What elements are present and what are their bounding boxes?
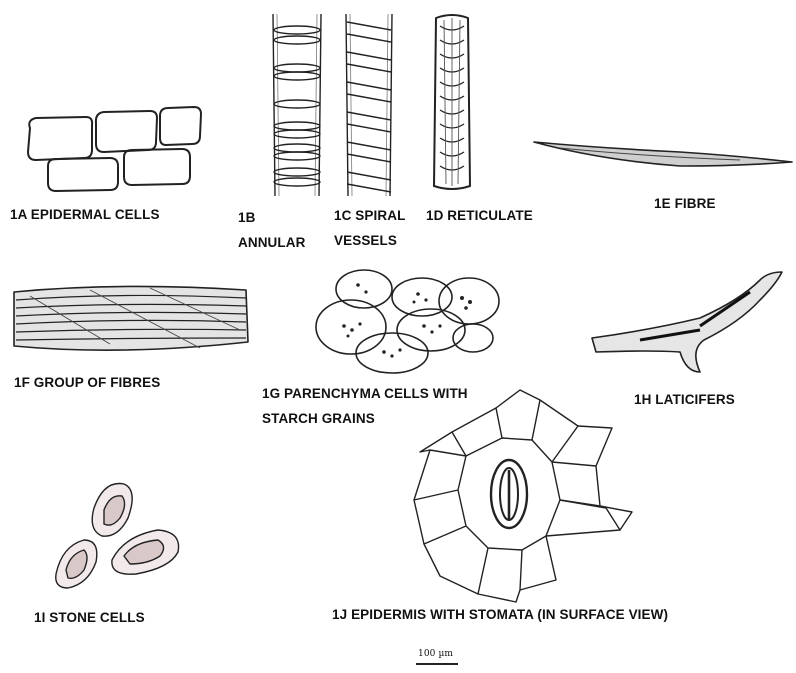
fibre-drawing — [534, 142, 792, 166]
stone-cells-drawing — [56, 484, 179, 589]
label-fibre: 1E FIBRE — [654, 194, 716, 213]
annular-vessel-drawing — [273, 14, 321, 196]
fibre-group-drawing — [14, 286, 248, 350]
stomata-drawing — [414, 390, 632, 602]
label-stomata: 1J EPIDERMIS WITH STOMATA (IN SURFACE VI… — [332, 605, 668, 624]
spiral-vessel-drawing — [346, 14, 392, 196]
label-fibre-group: 1F GROUP OF FIBRES — [14, 373, 160, 392]
label-spiral-line2: VESSELS — [334, 231, 397, 250]
label-parenchyma-line1: 1G PARENCHYMA CELLS WITH — [262, 384, 468, 403]
label-stone-cells: 1I STONE CELLS — [34, 608, 145, 627]
label-annular-line2: ANNULAR — [238, 233, 305, 252]
label-spiral-line1: 1C SPIRAL — [334, 206, 405, 225]
reticulate-vessel-drawing — [434, 15, 470, 189]
label-annular-line1: 1B — [238, 208, 255, 227]
epidermal-cells-drawing — [28, 107, 201, 191]
label-parenchyma-line2: STARCH GRAINS — [262, 409, 375, 428]
laticifer-drawing — [592, 272, 782, 372]
scale-bar-label: 100 µm — [418, 645, 453, 664]
parenchyma-drawing — [316, 270, 499, 373]
label-reticulate: 1D RETICULATE — [426, 206, 533, 225]
label-laticifers: 1H LATICIFERS — [634, 390, 735, 409]
label-epidermal-cells: 1A EPIDERMAL CELLS — [10, 205, 160, 224]
